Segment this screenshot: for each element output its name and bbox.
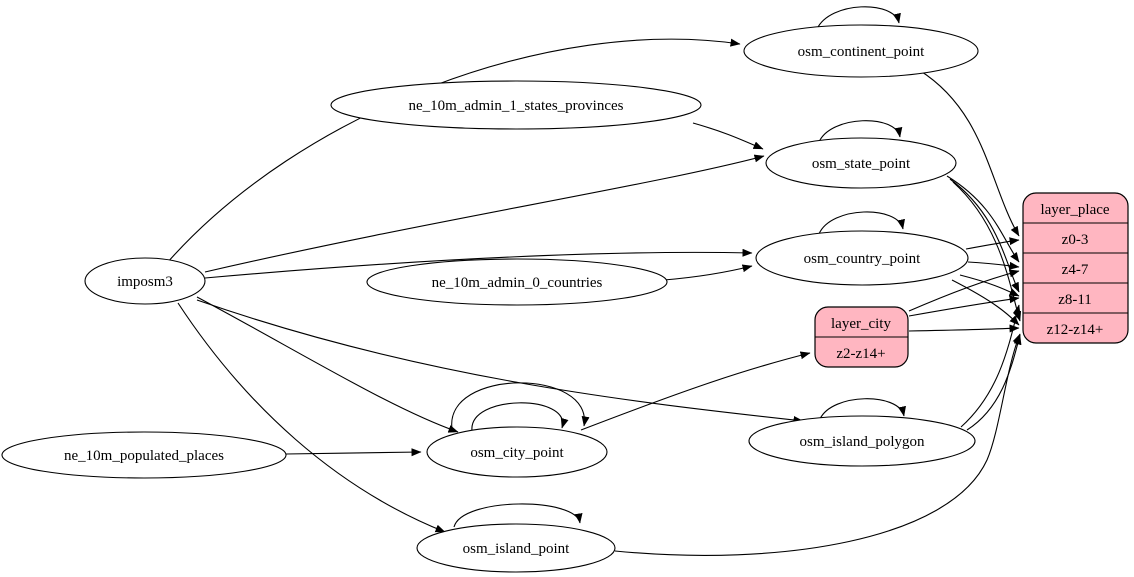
- edge-layer_city-layer_place-z8-11: [908, 295, 1020, 317]
- node-ellipse: [755, 230, 969, 286]
- node-ellipse: [416, 523, 616, 573]
- node-label: osm_state_point: [812, 156, 911, 172]
- node-imposm3: imposm3: [84, 257, 206, 305]
- edge-ne_10m_populated_places-osm_city_point: [285, 448, 422, 457]
- node-ellipse: [1, 431, 287, 479]
- record-layer-place: layer_place z0-3 z4-7 z8-11 z12-z14+: [1022, 192, 1129, 344]
- edge-imposm3-osm_country_point: [204, 248, 753, 279]
- node-ne-10m-admin-1-states-provinces: ne_10m_admin_1_states_provinces: [330, 80, 702, 130]
- edge-osm_island_polygon-layer_place-z12-z14: [966, 334, 1022, 431]
- edge-osm_country_point-layer_place-z0-3: [965, 237, 1020, 250]
- edge-osm_country_point-layer_place-z12-z14: [951, 279, 1020, 326]
- node-osm-island-polygon: osm_island_polygon: [748, 415, 976, 467]
- edge-osm_island_point-layer_place-z12-z14: [614, 333, 1021, 556]
- node-label: imposm3: [117, 274, 173, 290]
- node-osm-island-point: osm_island_point: [416, 523, 616, 573]
- node-label: osm_continent_point: [798, 44, 925, 60]
- node-osm-state-point: osm_state_point: [765, 137, 957, 189]
- edge-imposm3-osm_state_point: [204, 154, 765, 273]
- edge-osm_state_point-layer_place-z4-7: [946, 175, 1020, 263]
- edge-imposm3-osm_city_point: [196, 296, 459, 433]
- edge-ne_10m_admin_1_states_provinces-osm_state_point: [692, 122, 764, 150]
- record-row-z12-z14: z12-z14+: [1047, 322, 1104, 338]
- record-row-z4-7: z4-7: [1062, 262, 1089, 278]
- node-label: ne_10m_admin_1_states_provinces: [409, 98, 624, 114]
- node-label: ne_10m_populated_places: [64, 448, 224, 464]
- node-osm-continent-point: osm_continent_point: [743, 24, 979, 78]
- edge-osm_city_point-layer_city-z2-z14: [580, 351, 811, 431]
- selfloop-osm_island_point: [453, 503, 583, 528]
- node-ne-10m-populated-places: ne_10m_populated_places: [1, 431, 287, 479]
- record-title: layer_city: [831, 316, 891, 332]
- node-ellipse: [765, 137, 957, 189]
- node-ellipse: [743, 24, 979, 78]
- node-label: osm_island_polygon: [799, 434, 925, 450]
- node-ellipse: [748, 415, 976, 467]
- edge-imposm3-osm_island_polygon: [196, 299, 804, 424]
- edge-osm_country_point-layer_place-z4-7: [967, 261, 1020, 270]
- selfloop-osm_city_point-inner: [471, 402, 569, 432]
- node-label: osm_country_point: [804, 251, 921, 267]
- edge-osm_continent_point-layer_place-z0-3: [918, 69, 1020, 237]
- selfloop-osm_country_point: [818, 211, 905, 235]
- node-ellipse: [84, 257, 206, 305]
- node-osm-city-point: osm_city_point: [426, 426, 608, 478]
- record-box: [1022, 192, 1129, 344]
- selfloop-osm_island_polygon: [819, 398, 906, 420]
- edges: [166, 6, 1022, 556]
- node-label: osm_island_point: [463, 541, 571, 557]
- record-row-z2-z14: z2-z14+: [836, 346, 885, 362]
- selfloop-osm_city_point-outer: [451, 382, 590, 430]
- edge-layer_city-layer_place-z12-z14: [908, 324, 1020, 333]
- edge-osm_state_point-layer_place-z8-11: [949, 178, 1020, 293]
- node-label: osm_city_point: [470, 445, 564, 461]
- edge-imposm3-osm_island_point: [177, 302, 446, 533]
- node-ellipse: [330, 80, 702, 130]
- record-row-z8-11: z8-11: [1058, 292, 1092, 308]
- record-layer-city: layer_city z2-z14+: [814, 306, 909, 368]
- node-ne-10m-admin-0-countries: ne_10m_admin_0_countries: [366, 258, 668, 306]
- record-row-z0-3: z0-3: [1062, 232, 1089, 248]
- node-label: ne_10m_admin_0_countries: [432, 275, 603, 291]
- node-ellipse: [426, 426, 608, 478]
- edge-layer_city-layer_place-z4-7: [908, 269, 1020, 312]
- edge-osm_island_polygon-layer_place-z8-11: [960, 304, 1021, 428]
- node-ellipse: [366, 258, 668, 306]
- selfloop-osm_state_point: [818, 120, 903, 143]
- selfloop-osm_continent_point: [816, 6, 901, 30]
- record-title: layer_place: [1040, 202, 1109, 218]
- edge-imposm3-osm_continent_point: [166, 38, 741, 264]
- node-osm-country-point: osm_country_point: [755, 230, 969, 286]
- edge-osm_country_point-layer_place-z8-11: [959, 274, 1020, 297]
- edge-ne_10m_admin_0_countries-osm_country_point: [663, 264, 753, 281]
